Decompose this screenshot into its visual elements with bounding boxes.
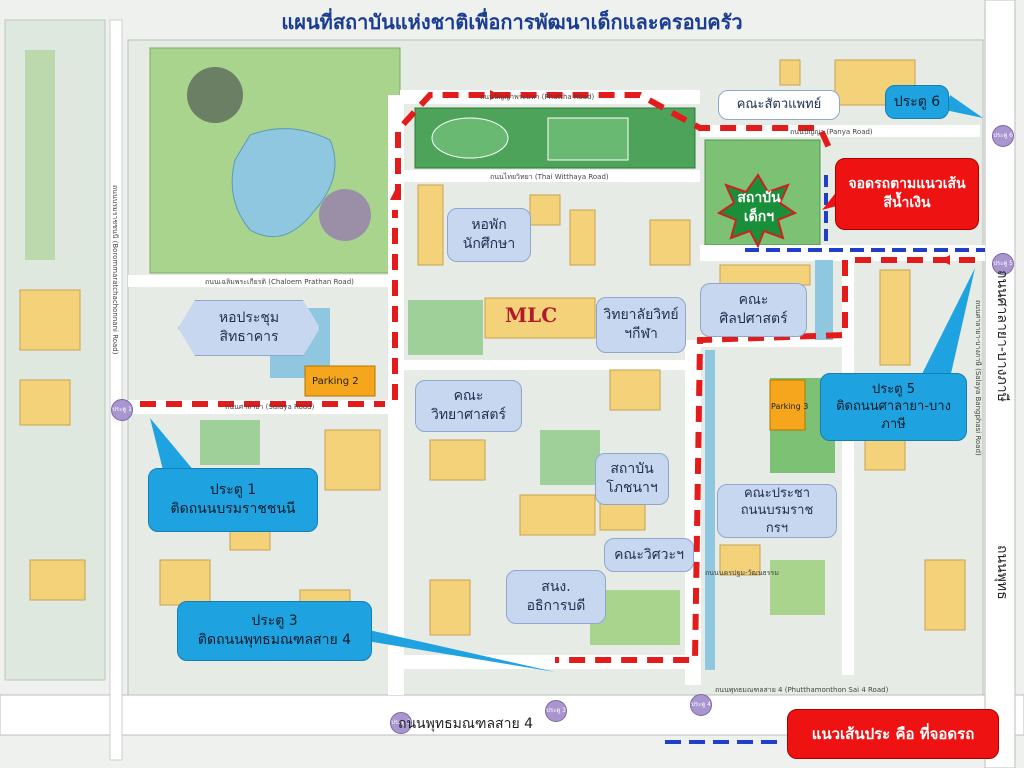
label-mlc[interactable]: MLC bbox=[505, 303, 558, 327]
road-label-bottom-small: ถนนพุทธมณฑลสาย 4 (Phutthamonthon Sai 4 R… bbox=[715, 686, 889, 694]
callout-gate-5[interactable]: ประตู 5 ติดถนนศาลายา-บาง ภาษี bbox=[820, 373, 967, 441]
label-vet-faculty[interactable]: คณะสัตวแพทย์ bbox=[718, 90, 840, 120]
label-president-office[interactable]: สนง. อธิการบดี bbox=[506, 570, 606, 624]
gate-marker-5[interactable]: ประตู 5 bbox=[992, 253, 1014, 275]
road-label-panya: ถนนปัญญา (Panya Road) bbox=[790, 128, 873, 136]
road-label-bottom: ถนนพุทธมณฑลสาย 4 bbox=[398, 716, 534, 732]
label-engineering[interactable]: คณะวิศวะฯ bbox=[604, 538, 694, 572]
road-label-left-vertical: ถนนบรมราชชนนี (Borommaratchachonnani Roa… bbox=[111, 185, 119, 355]
label-parking-3: Parking 3 bbox=[771, 402, 809, 411]
callout-gate-3[interactable]: ประตู 3 ติดถนนพุทธมณฑลสาย 4 bbox=[177, 601, 372, 661]
legend-box: แนวเส้นประ คือ ที่จอดรถ bbox=[787, 709, 999, 759]
callout-public-health[interactable]: คณะประชา ถนนบรมราช กรฯ bbox=[717, 484, 837, 538]
gate-marker-6[interactable]: ประตู 6 bbox=[992, 125, 1014, 147]
gate-marker-4[interactable]: ประตู 4 bbox=[690, 694, 712, 716]
gate-marker-1[interactable]: ประตู 1 bbox=[111, 399, 133, 421]
road-label-thai-wittaya: ถนนไทยวิทยา (Thai Witthaya Road) bbox=[490, 173, 609, 181]
road-label-salaya: ถนนศาลายา (Salaya Road) bbox=[225, 403, 315, 411]
road-label-right-vertical: ถนนศาลายา-บางภาษี (Salaya Bangphasi Road… bbox=[974, 300, 982, 456]
callout-gate-6[interactable]: ประตู 6 bbox=[885, 85, 949, 119]
gate-marker-3[interactable]: ประตู 3 bbox=[545, 700, 567, 722]
gate-marker-2[interactable]: ประตู 2 bbox=[390, 712, 412, 734]
road-label-phuttha: ถนนปัญญาพระมหา (Phuttha Road) bbox=[480, 93, 595, 101]
road-label-nakhon: ถนนนครปฐม-วัฒนธรรม bbox=[705, 569, 779, 577]
label-dorm[interactable]: หอพัก นักศึกษา bbox=[447, 208, 531, 262]
label-institute[interactable]: สถาบัน เด็กฯ bbox=[737, 190, 781, 225]
map-title: แผนที่สถาบันแห่งชาติเพื่อการพัฒนาเด็กและ… bbox=[281, 10, 743, 34]
label-sports-science[interactable]: วิทยาลัยวิทย์ ฯกีฬา bbox=[596, 297, 686, 353]
label-liberal-arts[interactable]: คณะ ศิลปศาสตร์ bbox=[700, 283, 807, 337]
label-science[interactable]: คณะ วิทยาศาสตร์ bbox=[415, 380, 522, 432]
label-nutrition[interactable]: สถาบัน โภชนาฯ bbox=[595, 453, 669, 505]
road-label-right-bottom: ถนนพุทธ bbox=[994, 545, 1010, 600]
label-hall[interactable]: หอประชุม สิทธาคาร bbox=[178, 300, 320, 356]
label-parking-2: Parking 2 bbox=[312, 376, 359, 387]
callout-gate-1[interactable]: ประตู 1 ติดถนนบรมราชชนนี bbox=[148, 468, 318, 532]
road-label-chaloem: ถนนเฉลิมพระเกียรติ (Chaloem Prathan Road… bbox=[205, 278, 354, 286]
road-label-right: ถนนศาลายา-บางภาษี bbox=[994, 270, 1010, 402]
callout-parking-note[interactable]: จอดรถตามแนวเส้น สีน้ำเงิน bbox=[835, 158, 979, 230]
